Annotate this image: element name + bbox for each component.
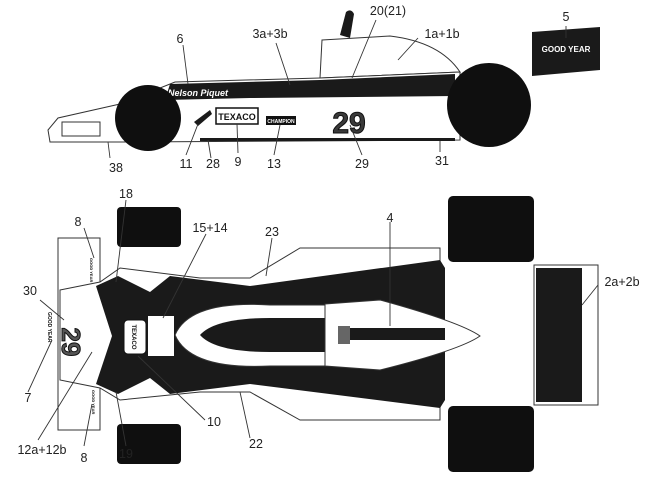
top-view: 29 TEXACO GOOD YEAR GOOD YEAR GOOD YEAR … xyxy=(17,187,640,472)
callout-22: 22 xyxy=(249,437,263,451)
rear-wing-black-panel xyxy=(536,268,582,402)
callout-30: 30 xyxy=(23,284,37,298)
svg-text:CHAMPION: CHAMPION xyxy=(267,119,295,125)
number-panel xyxy=(322,100,377,138)
callout-8-lower: 8 xyxy=(81,451,88,465)
callout-20-21: 20(21) xyxy=(370,4,406,18)
side-number: 29 xyxy=(332,107,365,140)
callout-5: 5 xyxy=(563,10,570,24)
small-logo-decal xyxy=(194,110,212,126)
rear-wheel-side xyxy=(447,63,531,147)
callout-18: 18 xyxy=(119,187,133,201)
callout-9: 9 xyxy=(235,155,242,169)
side-lower-stripe xyxy=(200,138,455,141)
callout-23: 23 xyxy=(265,225,279,239)
callout-13: 13 xyxy=(267,157,281,171)
champion-side-decal: CHAMPION xyxy=(266,116,296,125)
nose-number: 29 xyxy=(56,328,86,357)
roll-hoop xyxy=(340,10,354,38)
goodyear-wing-lower: GOOD YEAR xyxy=(91,390,96,414)
callout-11: 11 xyxy=(180,157,193,171)
cockpit-inner xyxy=(200,318,330,352)
callout-8-upper: 8 xyxy=(75,215,82,229)
callout-12a12b: 12a+12b xyxy=(17,443,66,457)
driver-name-decal: Nelson Piquet xyxy=(168,88,229,98)
goodyear-badge-decal: GOOD YEAR xyxy=(532,27,600,76)
texaco-top-decal: TEXACO xyxy=(123,319,147,355)
rear-left-tyre xyxy=(448,196,534,262)
front-wheel-side xyxy=(115,85,181,151)
front-left-tyre xyxy=(117,207,181,247)
goodyear-nose-decal: GOOD YEAR xyxy=(46,312,52,343)
callout-10: 10 xyxy=(207,415,221,429)
side-view: 29 Nelson Piquet TEXACO CHAMPION GOOD YE… xyxy=(47,4,600,175)
engine-cover xyxy=(319,35,461,79)
decal-panel-15-14 xyxy=(148,316,174,356)
nose-box xyxy=(61,121,101,137)
texaco-side-decal: TEXACO xyxy=(215,107,259,125)
callout-2a2b: 2a+2b xyxy=(604,275,639,289)
side-black-band xyxy=(165,74,455,100)
callout-6: 6 xyxy=(177,32,184,46)
callout-38: 38 xyxy=(109,161,123,175)
callout-3a3b: 3a+3b xyxy=(252,27,287,41)
front-right-tyre xyxy=(117,424,181,464)
callout-29: 29 xyxy=(355,157,369,171)
callout-15-14: 15+14 xyxy=(192,221,227,235)
goodyear-wing-upper: GOOD YEAR xyxy=(89,258,94,282)
callout-7: 7 xyxy=(25,391,32,405)
callout-19: 19 xyxy=(119,447,133,461)
svg-text:TEXACO: TEXACO xyxy=(218,112,256,122)
svg-text:GOOD YEAR: GOOD YEAR xyxy=(542,45,591,54)
rear-right-tyre xyxy=(448,406,534,472)
airbox-black xyxy=(345,328,445,340)
callout-31: 31 xyxy=(435,154,449,168)
callout-28: 28 xyxy=(206,157,220,171)
svg-text:TEXACO: TEXACO xyxy=(130,324,136,349)
callout-1a1b: 1a+1b xyxy=(424,27,459,41)
airbox-grey xyxy=(338,326,350,344)
callout-4: 4 xyxy=(387,211,394,225)
